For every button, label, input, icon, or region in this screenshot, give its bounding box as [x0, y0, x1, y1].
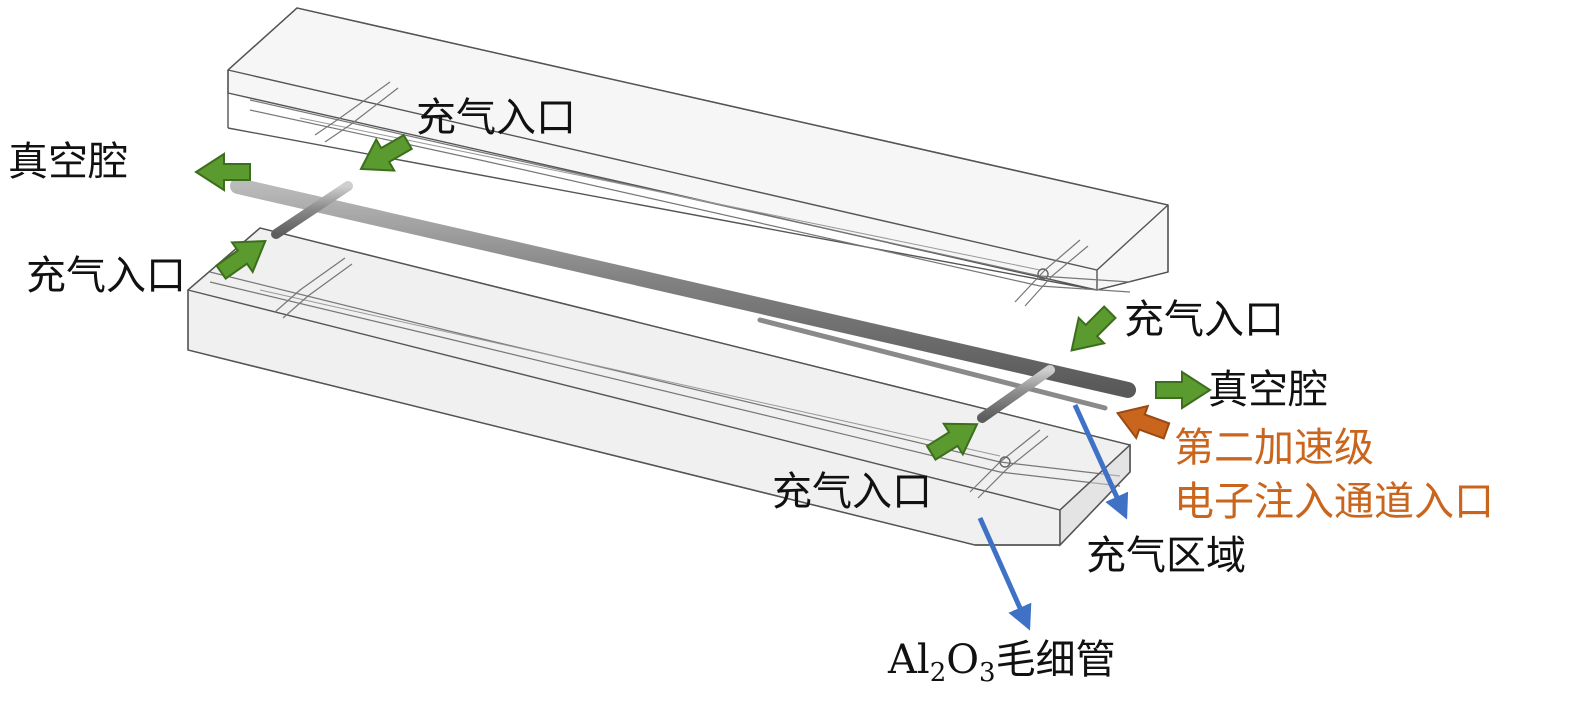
green-block-arrow-icon — [1070, 305, 1117, 352]
orange-block-arrow-icon — [1115, 404, 1171, 441]
injection-label-line1: 第二加速级 — [1174, 425, 1374, 471]
green-block-arrow-icon — [1155, 370, 1212, 410]
capillary-label-suffix: 毛细管 — [995, 637, 1116, 683]
green-block-arrow-icon — [194, 152, 251, 192]
gas-inlet-label-bottom: 充气入口 — [772, 469, 932, 515]
extracted-capillary-tube — [230, 178, 1136, 423]
injection-label-line2: 电子注入通道入口 — [1174, 479, 1494, 525]
al2o3-capillary-label: Al2O3毛细管 — [888, 640, 1116, 686]
lower-half-block — [187, 227, 1131, 547]
capillary-label-sub2: 3 — [979, 658, 996, 688]
gas-inlet-label-top: 充气入口 — [416, 95, 576, 141]
gas-inlet-label-right: 充气入口 — [1124, 297, 1284, 343]
upper-half-block — [227, 7, 1169, 307]
blue-pointer-arrow-icon — [1072, 403, 1129, 520]
capillary-label-prefix: Al — [888, 637, 930, 683]
gas-fill-region-label: 充气区域 — [1086, 533, 1246, 579]
green-block-arrow-icon — [359, 133, 414, 172]
vacuum-chamber-label-right: 真空腔 — [1208, 367, 1328, 413]
vacuum-chamber-label-left: 真空腔 — [8, 139, 128, 185]
capillary-label-sub1: 2 — [929, 658, 947, 688]
gas-inlet-label-left: 充气入口 — [26, 253, 186, 299]
green-block-arrow-icon — [925, 422, 979, 462]
capillary-label-mid: O — [946, 637, 980, 683]
blue-pointer-arrow-icon — [977, 516, 1032, 631]
green-block-arrow-icon — [215, 240, 267, 281]
